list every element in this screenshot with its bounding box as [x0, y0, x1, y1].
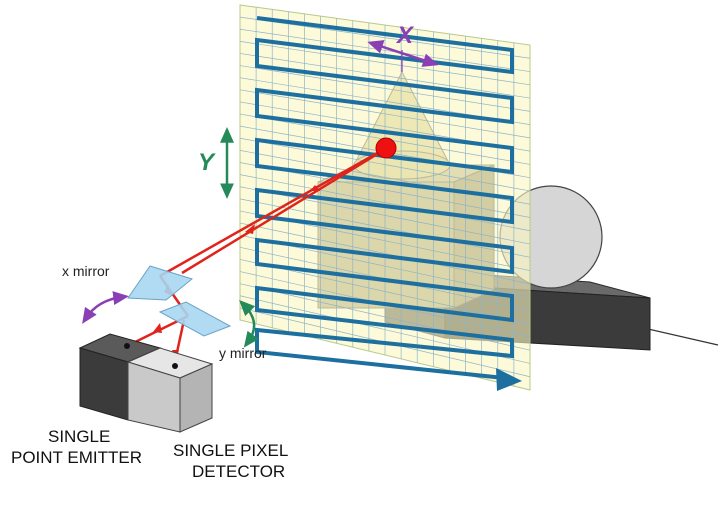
grid-line-horizontal [239, 16, 531, 59]
detector-label-line2: DETECTOR [192, 462, 285, 481]
grid-line-horizontal [239, 65, 531, 112]
emitter-label-line1: SINGLE [48, 427, 110, 446]
emitter-label-line2: POINT EMITTER [11, 448, 142, 467]
grid-line-horizontal [239, 283, 531, 351]
grid-line-horizontal [239, 186, 531, 245]
grid-line-horizontal [239, 259, 531, 324]
y-mirror-label: y mirror [219, 345, 267, 361]
x-double-arrow-icon [367, 40, 439, 67]
detector-label-line1: SINGLE PIXEL [173, 441, 288, 460]
x-mirror-rotation-arrow-icon [82, 291, 129, 324]
x-mirror [127, 265, 194, 301]
raster-scan-path [255, 16, 514, 380]
y-mirror-rotation-arrow-icon [239, 300, 259, 348]
grid-line-horizontal [239, 222, 531, 285]
single-pixel-detector [126, 347, 214, 433]
scan-direction-arrow-icon [496, 368, 522, 391]
grid-line-horizontal [239, 53, 531, 99]
grid-line-horizontal [239, 137, 531, 192]
y-mirror [158, 301, 232, 337]
x-mirror-label: x mirror [62, 263, 110, 279]
grid-line-horizontal [239, 174, 531, 232]
grid-line-horizontal [239, 89, 531, 139]
y-axis-indicator: Y [198, 127, 234, 199]
x-axis-label: X [395, 22, 415, 49]
y-axis-label: Y [198, 149, 216, 176]
x-axis-indicator: X [367, 22, 439, 72]
laser-spot [375, 137, 397, 159]
